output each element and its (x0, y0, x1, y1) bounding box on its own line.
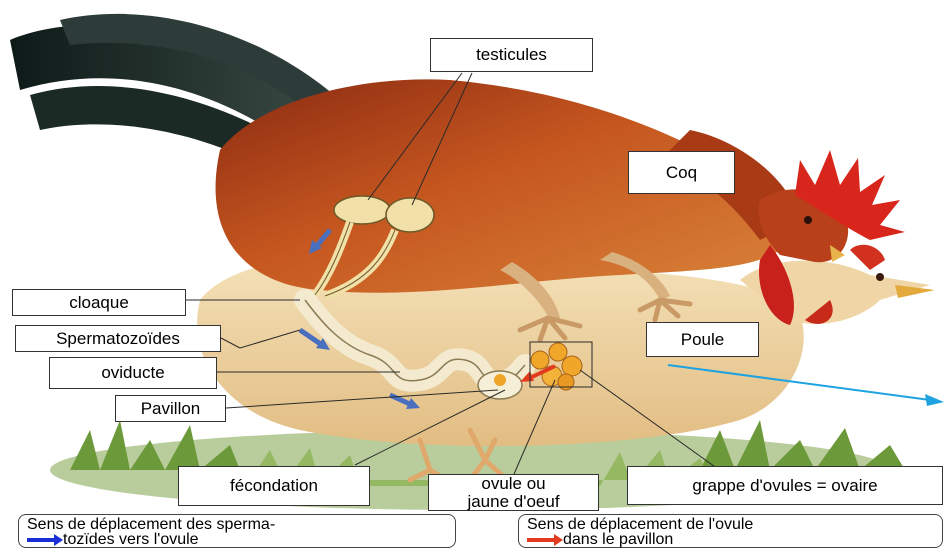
label-pavillon: Pavillon (115, 395, 226, 422)
label-oviducte: oviducte (49, 357, 217, 389)
label-spermatozoides: Spermatozoïdes (15, 325, 221, 352)
legend-ovule-direction: Sens de déplacement de l'ovule dans le p… (518, 514, 943, 548)
legend-ovule-line1: Sens de déplacement de l'ovule (527, 517, 934, 532)
label-testicules: testicules (430, 38, 593, 72)
label-fecondation: fécondation (178, 466, 370, 506)
legend-sperm-line2: tozïdes vers l'ovule (27, 532, 447, 547)
label-ovule-line2: jaune d'oeuf (467, 493, 559, 511)
legend-sperm-line1: Sens de déplacement des sperma- (27, 517, 447, 532)
label-poule: Poule (646, 322, 759, 357)
label-ovule: ovule ou jaune d'oeuf (428, 474, 599, 511)
label-ovule-line1: ovule ou (481, 475, 545, 493)
legend-ovule-line2: dans le pavillon (527, 532, 934, 547)
label-grappe-ovaire: grappe d'ovules = ovaire (627, 466, 943, 505)
legend-sperm-direction: Sens de déplacement des sperma- tozïdes … (18, 514, 456, 548)
red-arrow-icon (527, 538, 557, 542)
blue-arrow-icon (27, 538, 57, 542)
label-cloaque: cloaque (12, 289, 186, 316)
label-coq: Coq (628, 151, 735, 194)
